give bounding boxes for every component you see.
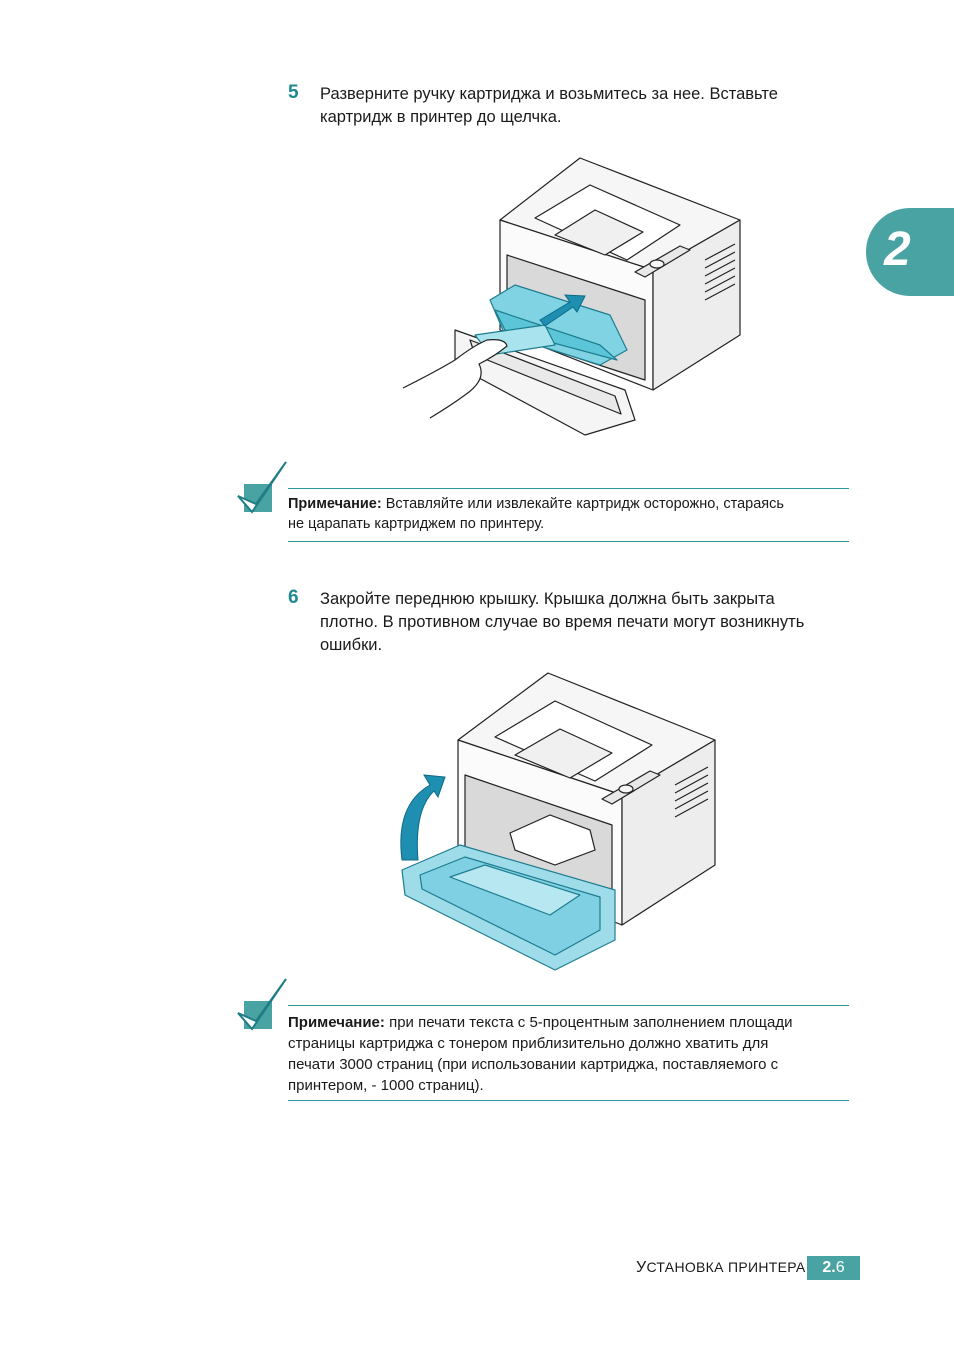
step-6-text: Закройте переднюю крышку. Крышка должна … xyxy=(320,588,860,657)
note-1-label: Примечание: xyxy=(288,496,382,512)
step-number-5: 5 xyxy=(288,82,299,103)
printer-cartridge-insert-illustration xyxy=(402,157,741,436)
note-1: Примечание: Вставляйте или извлекайте ка… xyxy=(288,494,849,534)
note-2: Примечание: при печати текста с 5-процен… xyxy=(288,1012,853,1096)
page-number: 6 xyxy=(835,1259,845,1276)
footer-title-rest: СТАНОВКА ПРИНТЕРА xyxy=(646,1259,806,1275)
note-2-line-1-text: при печати текста с 5-процентным заполне… xyxy=(384,1014,793,1031)
note-2-line-3: печати 3000 страниц (при использовании к… xyxy=(288,1056,779,1073)
printer-close-cover-illustration xyxy=(400,672,716,971)
step-5-line-2: картридж в принтер до щелчка. xyxy=(320,108,562,126)
note-1-line-2: не царапать картриджем по принтеру. xyxy=(288,516,545,532)
note-2-line-1: Примечание: при печати текста с 5-процен… xyxy=(288,1012,853,1033)
step-number-6: 6 xyxy=(288,587,299,608)
step-5-text: Разверните ручку картриджа и возьмитесь … xyxy=(320,83,860,129)
step-5-line-1: Разверните ручку картриджа и возьмитесь … xyxy=(320,85,778,103)
note-2-line-4: принтером, - 1000 страниц). xyxy=(288,1077,484,1094)
step-6-line-1: Закройте переднюю крышку. Крышка должна … xyxy=(320,590,775,608)
note-2-top-rule xyxy=(288,1005,849,1006)
page-number-badge: 2.6 xyxy=(807,1256,860,1280)
note-2-line-2: страницы картриджа с тонером приблизител… xyxy=(288,1035,769,1052)
step-6-line-2: плотно. В противном случае во время печа… xyxy=(320,613,805,631)
note-1-top-rule xyxy=(288,488,849,489)
note-1-line-1-text: Вставляйте или извлекайте картридж остор… xyxy=(381,496,784,512)
chapter-number: 2 xyxy=(884,223,911,276)
note-2-bottom-rule xyxy=(288,1100,849,1101)
step-6-line-3: ошибки. xyxy=(320,636,383,654)
footer-section-title: УСТАНОВКА ПРИНТЕРА xyxy=(636,1259,806,1277)
note-2-label: Примечание: xyxy=(288,1014,385,1031)
page-chapter: 2. xyxy=(822,1259,836,1276)
note-1-line-1: Примечание: Вставляйте или извлекайте ка… xyxy=(288,494,849,514)
note-1-bottom-rule xyxy=(288,541,849,542)
checkmark-note-icon xyxy=(237,978,287,1031)
footer-title-initial: У xyxy=(636,1259,647,1276)
checkmark-note-icon xyxy=(237,461,287,514)
chapter-tab: 2 xyxy=(866,208,954,296)
